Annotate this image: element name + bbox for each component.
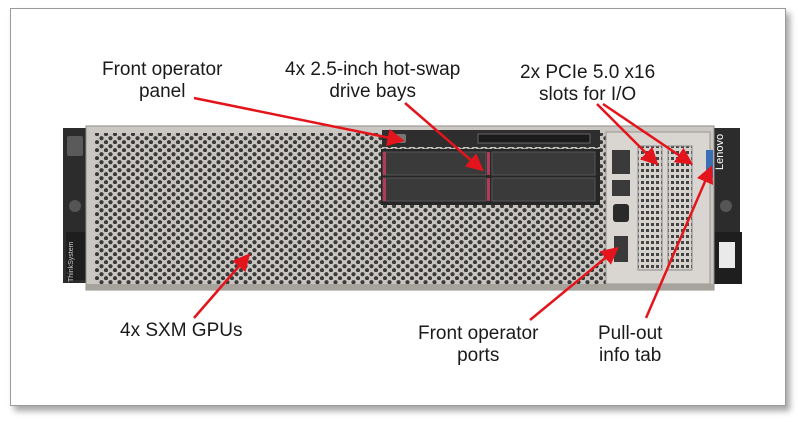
left-rack-ear — [63, 128, 88, 283]
arrow-pcie-slot-2 — [602, 102, 694, 165]
label-pull-out-info-tab: Pull-out info tab — [598, 323, 662, 367]
drive-cage — [381, 149, 600, 205]
pcie-slot[interactable] — [637, 145, 663, 271]
label-line: panel — [138, 81, 186, 102]
label-line: Front operator — [418, 323, 539, 344]
label-drive-bays: 4x 2.5-inch hot-swap drive bays — [285, 59, 460, 103]
label-line: Front operator — [102, 59, 223, 80]
label-line: Pull-out — [598, 323, 663, 344]
arrow-front-operator-ports — [529, 246, 619, 321]
arrow-drive-bays — [404, 102, 484, 172]
label-line: 2x PCIe 5.0 x16 — [520, 62, 656, 83]
pull-out-info-tab[interactable] — [706, 150, 713, 178]
label-line: drive bays — [329, 81, 416, 102]
label-line: info tab — [599, 345, 662, 366]
label-line: slots for I/O — [539, 84, 637, 105]
label-front-operator-ports: Front operator ports — [418, 323, 538, 367]
label-line: ports — [457, 345, 500, 366]
arrow-pull-out-info-tab — [644, 165, 714, 319]
label-line: 4x SXM GPUs — [120, 320, 243, 341]
arrow-pcie-slot-1 — [596, 103, 659, 166]
front-port[interactable] — [612, 150, 630, 174]
arrow-front-operator-panel — [193, 96, 405, 147]
pcie-slot[interactable] — [667, 145, 693, 271]
drive-bay[interactable] — [491, 151, 596, 176]
drive-bay[interactable] — [491, 177, 596, 202]
front-port[interactable] — [613, 204, 629, 222]
label-line: 4x 2.5-inch hot-swap — [285, 59, 461, 80]
label-pcie-slots: 2x PCIe 5.0 x16 slots for I/O — [520, 62, 655, 106]
right-rack-ear — [712, 128, 742, 284]
label-front-operator-panel: Front operator panel — [102, 59, 222, 103]
front-port[interactable] — [612, 180, 630, 196]
arrow-gpus — [193, 253, 251, 319]
label-gpus: 4x SXM GPUs — [120, 320, 242, 342]
